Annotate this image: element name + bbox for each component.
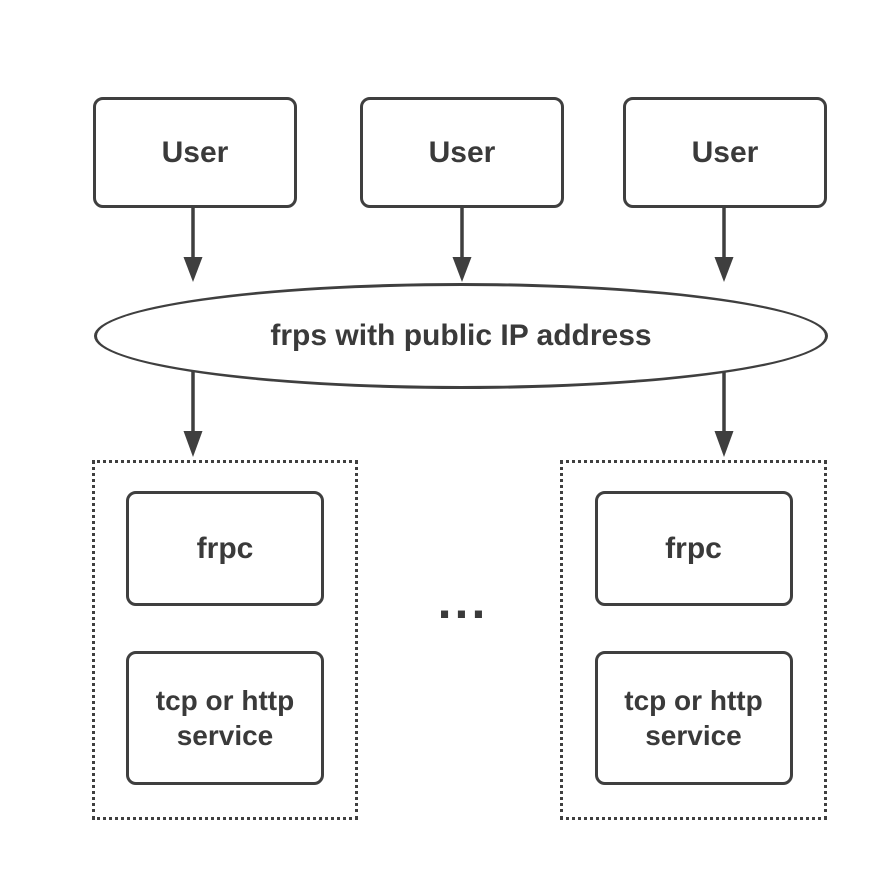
arrow-frps-to-client-right (714, 372, 734, 457)
node-service-left: tcp or http service (126, 651, 324, 785)
client-group-left: frpc tcp or http service (92, 460, 358, 820)
node-user-3: User (623, 97, 827, 208)
node-user-1-label: User (161, 135, 229, 169)
client-group-right: frpc tcp or http service (560, 460, 827, 820)
node-frpc-right-label: frpc (665, 531, 722, 565)
arrow-frps-to-client-left (183, 371, 203, 457)
arrow-user1-to-frps (183, 208, 203, 282)
node-frps: frps with public IP address (94, 283, 828, 389)
node-user-3-label: User (691, 135, 759, 169)
ellipsis-more-clients-label: ... (437, 573, 489, 629)
node-frpc-left: frpc (126, 491, 324, 606)
ellipsis-more-clients: ... (427, 566, 499, 626)
node-user-2: User (360, 97, 564, 208)
node-user-1: User (93, 97, 297, 208)
node-service-right-label: tcp or http service (624, 685, 763, 751)
node-frpc-right: frpc (594, 491, 793, 606)
node-frpc-left-label: frpc (196, 531, 254, 565)
node-service-right: tcp or http service (594, 651, 793, 785)
node-user-2-label: User (428, 135, 496, 169)
node-frps-label: frps with public IP address (270, 319, 652, 352)
arrow-user3-to-frps (714, 208, 734, 282)
arrow-user2-to-frps (452, 208, 472, 282)
node-service-left-label: tcp or http service (155, 685, 295, 751)
